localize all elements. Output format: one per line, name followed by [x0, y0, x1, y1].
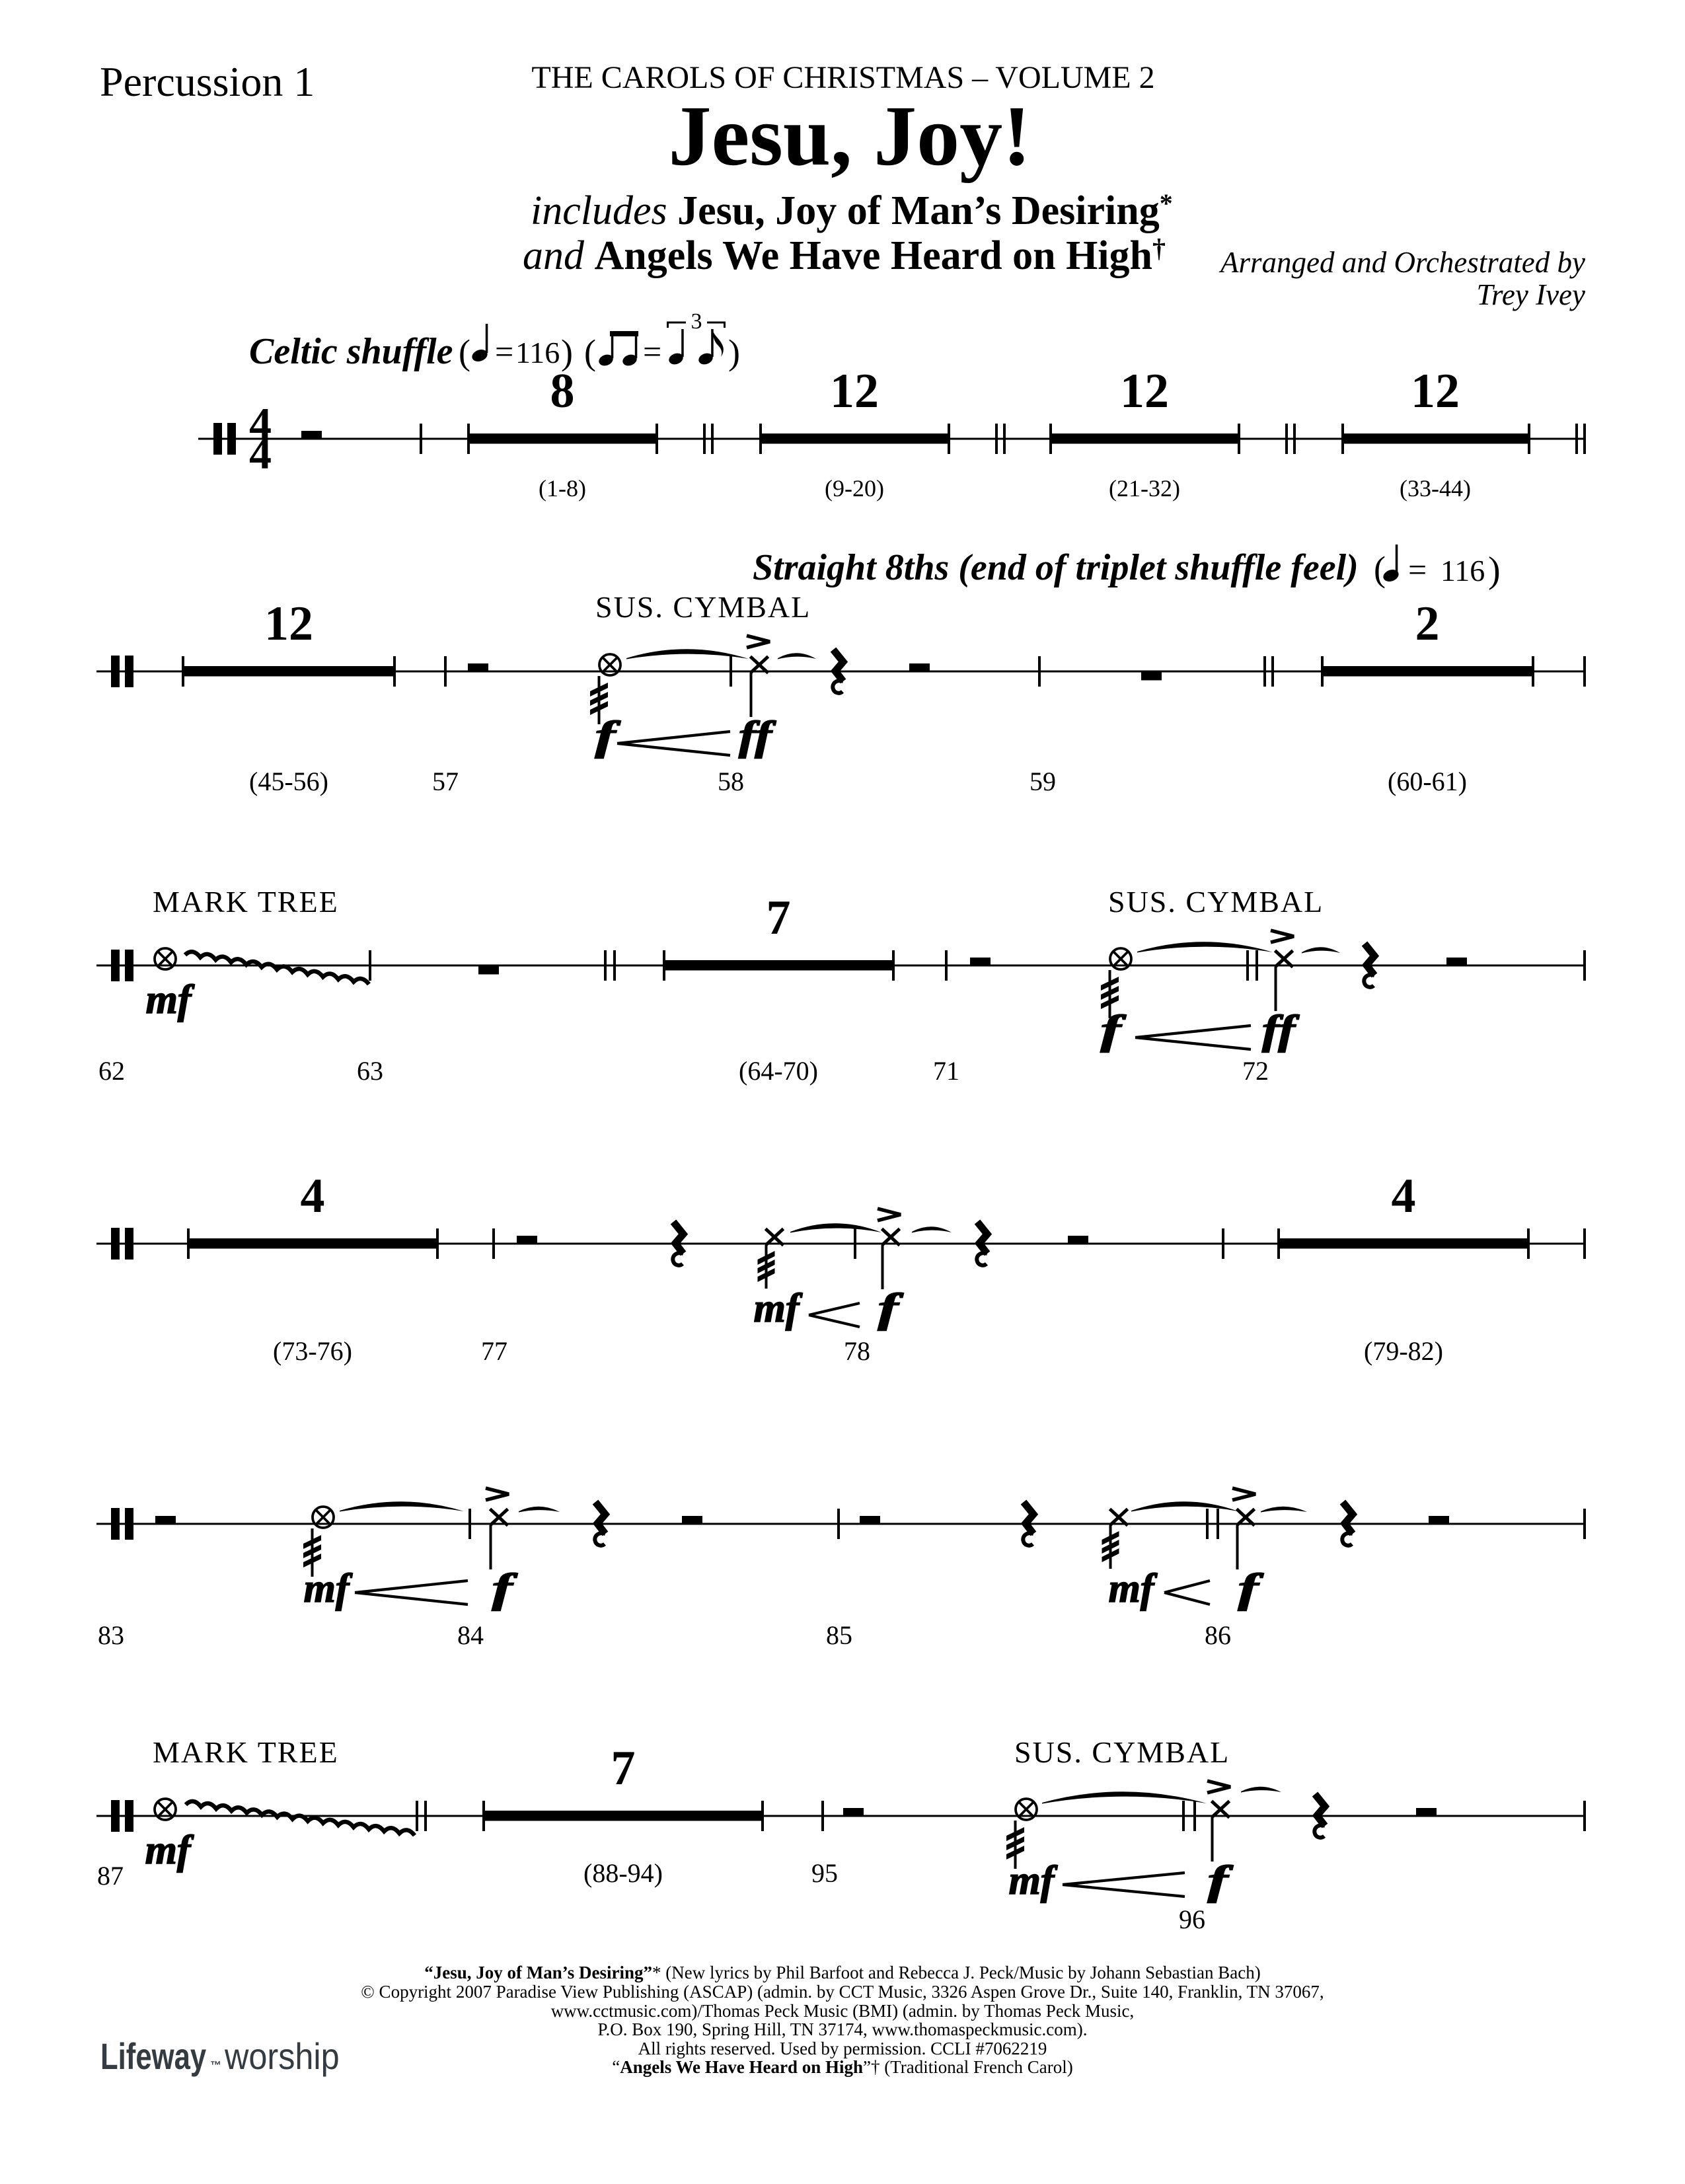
svg-text:84: 84 — [457, 1620, 484, 1650]
svg-text:© Copyright 2007 Paradise View: © Copyright 2007 Paradise View Publishin… — [361, 1982, 1324, 2002]
svg-text:62: 62 — [98, 1056, 125, 1086]
svg-text:): ) — [1488, 550, 1501, 591]
svg-text:SUS. CYMBAL: SUS. CYMBAL — [1108, 885, 1324, 919]
svg-text:7: 7 — [611, 1741, 636, 1795]
svg-text:2: 2 — [1415, 597, 1440, 651]
svg-text:71: 71 — [933, 1056, 959, 1086]
svg-text:=: = — [643, 333, 661, 370]
svg-text:(1-8): (1-8) — [539, 475, 586, 502]
svg-text:SUS. CYMBAL: SUS. CYMBAL — [595, 590, 811, 624]
svg-text:3: 3 — [691, 309, 702, 334]
svg-text:57: 57 — [432, 767, 459, 796]
svg-text:MARK TREE: MARK TREE — [153, 1735, 339, 1769]
svg-text:www.cctmusic.com)/Thomas Peck: www.cctmusic.com)/Thomas Peck Music (BMI… — [551, 2001, 1135, 2021]
svg-text:(60-61): (60-61) — [1388, 767, 1467, 796]
svg-text:72: 72 — [1242, 1056, 1269, 1086]
svg-text:“Jesu, Joy of Man’s Desiring”*: “Jesu, Joy of Man’s Desiring”* (New lyri… — [424, 1963, 1261, 1982]
svg-text:95: 95 — [811, 1858, 838, 1888]
svg-text:83: 83 — [98, 1620, 124, 1650]
svg-text:All rights reserved. Used by p: All rights reserved. Used by permission.… — [638, 2039, 1047, 2058]
svg-text:58: 58 — [718, 767, 744, 796]
svg-text:12: 12 — [1411, 364, 1460, 418]
svg-text:12: 12 — [830, 364, 879, 418]
svg-text:ff: ff — [1262, 1007, 1300, 1053]
svg-text:86: 86 — [1205, 1620, 1231, 1650]
svg-text:Trey Ivey: Trey Ivey — [1477, 278, 1586, 311]
svg-text:=: = — [1408, 551, 1427, 588]
svg-text:mf: mf — [1009, 1858, 1058, 1903]
svg-text:Straight 8ths (end of triplet: Straight 8ths (end of triplet shuffle fe… — [753, 547, 1359, 588]
svg-text:116: 116 — [1441, 554, 1485, 587]
svg-text:mf: mf — [145, 1828, 194, 1873]
svg-text:(: ( — [584, 332, 596, 372]
svg-text:12: 12 — [1120, 364, 1169, 418]
svg-text:includes Jesu, Joy of Man’s De: includes Jesu, Joy of Man’s Desiring* — [531, 188, 1173, 233]
svg-text:(33-44): (33-44) — [1400, 475, 1471, 502]
svg-text:and Angels We Have Heard on Hi: and Angels We Have Heard on High† — [523, 233, 1166, 278]
svg-text:96: 96 — [1179, 1904, 1205, 1934]
svg-text:4: 4 — [301, 1169, 325, 1223]
svg-text:(: ( — [459, 332, 470, 372]
svg-text:ff: ff — [739, 713, 777, 759]
svg-text:78: 78 — [844, 1336, 870, 1366]
svg-text:Arranged and Orchestrated by: Arranged and Orchestrated by — [1218, 246, 1585, 279]
svg-text:63: 63 — [357, 1056, 383, 1086]
svg-text:(: ( — [1374, 549, 1386, 589]
svg-text:SUS. CYMBAL: SUS. CYMBAL — [1014, 1735, 1230, 1769]
svg-text:MARK TREE: MARK TREE — [153, 885, 339, 919]
svg-text:Percussion 1: Percussion 1 — [100, 58, 315, 105]
svg-text:P.O. Box 190, Spring Hill, TN: P.O. Box 190, Spring Hill, TN 37174, www… — [598, 2019, 1088, 2039]
svg-text:Jesu, Joy!: Jesu, Joy! — [669, 89, 1031, 184]
svg-text:7: 7 — [767, 891, 791, 945]
svg-text:Lifeway: Lifeway — [100, 2036, 206, 2077]
svg-text:Celtic shuffle: Celtic shuffle — [249, 331, 453, 372]
svg-text:4: 4 — [249, 428, 272, 478]
svg-text:mf: mf — [754, 1286, 803, 1331]
svg-text:mf: mf — [1109, 1566, 1158, 1611]
svg-text:(21-32): (21-32) — [1109, 475, 1180, 502]
svg-text:(88-94): (88-94) — [583, 1858, 663, 1888]
svg-text:85: 85 — [826, 1620, 852, 1650]
svg-text:(73-76): (73-76) — [273, 1336, 352, 1366]
svg-text:87: 87 — [97, 1861, 124, 1891]
svg-text:): ) — [561, 332, 573, 372]
svg-text:4: 4 — [249, 398, 272, 449]
svg-text:worship: worship — [224, 2037, 340, 2078]
svg-text:116: 116 — [515, 336, 560, 369]
svg-text:“Angels We Have Heard on High”: “Angels We Have Heard on High”† (Traditi… — [612, 2057, 1072, 2077]
svg-text:=: = — [495, 333, 513, 370]
svg-text:77: 77 — [481, 1336, 507, 1366]
svg-text:(9-20): (9-20) — [825, 475, 884, 502]
svg-text:): ) — [728, 332, 740, 372]
svg-text:mf: mf — [304, 1566, 353, 1611]
svg-text:(45-56): (45-56) — [249, 767, 328, 796]
svg-text:59: 59 — [1030, 767, 1056, 796]
svg-text:4: 4 — [1392, 1169, 1416, 1223]
svg-text:™: ™ — [210, 2059, 221, 2072]
svg-text:mf: mf — [146, 977, 195, 1022]
svg-text:(64-70): (64-70) — [739, 1056, 818, 1086]
svg-text:8: 8 — [550, 364, 575, 418]
svg-text:(79-82): (79-82) — [1364, 1336, 1443, 1366]
svg-text:THE CAROLS OF CHRISTMAS – VOLU: THE CAROLS OF CHRISTMAS – VOLUME 2 — [531, 60, 1154, 95]
svg-text:12: 12 — [264, 597, 313, 651]
